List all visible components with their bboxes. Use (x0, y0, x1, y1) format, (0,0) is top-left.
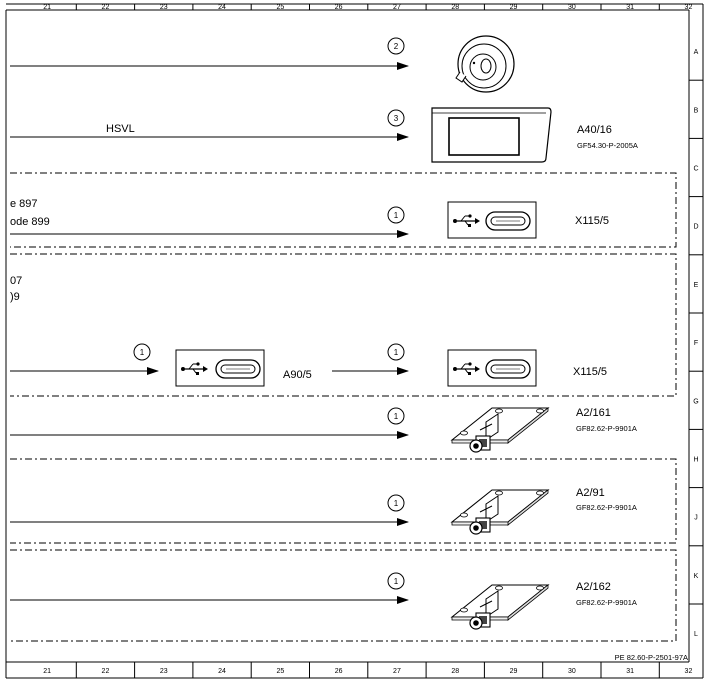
column-label-28: 28 (451, 668, 459, 675)
row-label-G: G (693, 398, 698, 405)
marker-1-k-label: 1 (394, 577, 399, 586)
column-label-27: 27 (393, 668, 401, 675)
column-label-30: 30 (568, 4, 576, 11)
zone-boxes (10, 172, 677, 642)
zone-j-box (10, 458, 677, 544)
column-label-23: 23 (160, 4, 168, 11)
row-label-C: C (693, 166, 698, 173)
row-label-A: A (694, 49, 699, 56)
display-unit-icon (431, 107, 552, 163)
zone-ef-box (10, 253, 677, 397)
code-897-label: e 897 (10, 198, 38, 210)
code-09-label: )9 (10, 291, 20, 303)
marker-3-label: 3 (394, 114, 399, 123)
column-label-21: 21 (43, 4, 51, 11)
document-id: PE 82.60-P-2501-97A (615, 653, 688, 662)
marker-1-f-right-label: 1 (394, 348, 399, 357)
usb-hub-icon (175, 349, 265, 387)
marker-1-g: 1 (387, 407, 405, 425)
marker-1-j-label: 1 (394, 499, 399, 508)
row-label-D: D (693, 224, 698, 231)
marker-1-g-label: 1 (394, 412, 399, 421)
column-label-28: 28 (451, 4, 459, 11)
row-label-H: H (693, 457, 698, 464)
usb-c-port-icon-lower (447, 349, 537, 387)
row-label-L: L (694, 631, 698, 638)
a40-16-label: A40/16 (577, 124, 612, 136)
row-grid-right: A B C D E F G H J K L (689, 49, 703, 638)
column-grid-bottom: 21 22 23 24 25 26 27 28 29 30 31 32 (43, 662, 692, 678)
a2-162-label: A2/162 (576, 581, 611, 593)
code-899-label: ode 899 (10, 216, 50, 228)
marker-1-k: 1 (387, 572, 405, 590)
column-label-22: 22 (102, 4, 110, 11)
column-label-23: 23 (160, 668, 168, 675)
row-label-E: E (694, 282, 699, 289)
sheet-frame (5, 3, 704, 679)
column-label-26: 26 (335, 668, 343, 675)
marker-1-f-left-label: 1 (140, 348, 145, 357)
column-label-24: 24 (218, 4, 226, 11)
a40-16-ref: GF54.30-P-2005A (577, 141, 638, 150)
speaker-icon (455, 35, 515, 93)
column-label-26: 26 (335, 4, 343, 11)
x115-5-lower-label: X115/5 (573, 366, 607, 378)
column-grid-top: 21 22 23 24 25 26 27 28 29 30 31 32 (43, 4, 692, 11)
a2-162-ref: GF82.62-P-9901A (576, 598, 637, 607)
column-label-21: 21 (43, 668, 51, 675)
column-label-31: 31 (626, 668, 634, 675)
a2-161-label: A2/161 (576, 407, 611, 419)
row-label-B: B (694, 107, 699, 114)
column-label-24: 24 (218, 668, 226, 675)
a2-91-label: A2/91 (576, 487, 605, 499)
marker-1-d: 1 (387, 206, 405, 224)
column-label-25: 25 (276, 4, 284, 11)
column-label-32: 32 (685, 4, 693, 11)
marker-1-j: 1 (387, 494, 405, 512)
marker-1-f-right: 1 (387, 343, 405, 361)
antenna-module-icon-91 (451, 489, 549, 535)
code-07-label: 07 (10, 275, 22, 287)
marker-1-d-label: 1 (394, 211, 399, 220)
column-label-27: 27 (393, 4, 401, 11)
column-label-25: 25 (276, 668, 284, 675)
marker-2: 2 (387, 37, 405, 55)
antenna-module-icon-161 (451, 407, 549, 453)
row-label-F: F (694, 340, 698, 347)
column-label-31: 31 (626, 4, 634, 11)
signal-hsvl-label: HSVL (106, 123, 135, 135)
column-label-32: 32 (685, 668, 693, 675)
column-label-22: 22 (102, 668, 110, 675)
marker-2-label: 2 (394, 42, 399, 51)
a90-5-label: A90/5 (283, 369, 312, 381)
column-label-29: 29 (510, 4, 518, 11)
x115-5-upper-label: X115/5 (575, 215, 609, 227)
marker-1-f-left: 1 (133, 343, 151, 361)
zone-kl-box (10, 549, 677, 642)
a2-161-ref: GF82.62-P-9901A (576, 424, 637, 433)
row-label-J: J (694, 515, 698, 522)
marker-3: 3 (387, 109, 405, 127)
a2-91-ref: GF82.62-P-9901A (576, 503, 637, 512)
antenna-module-icon-162 (451, 584, 549, 630)
row-label-K: K (694, 573, 699, 580)
column-label-30: 30 (568, 668, 576, 675)
column-label-29: 29 (510, 668, 518, 675)
zone-d-box (10, 172, 677, 248)
usb-c-port-icon (447, 201, 537, 239)
